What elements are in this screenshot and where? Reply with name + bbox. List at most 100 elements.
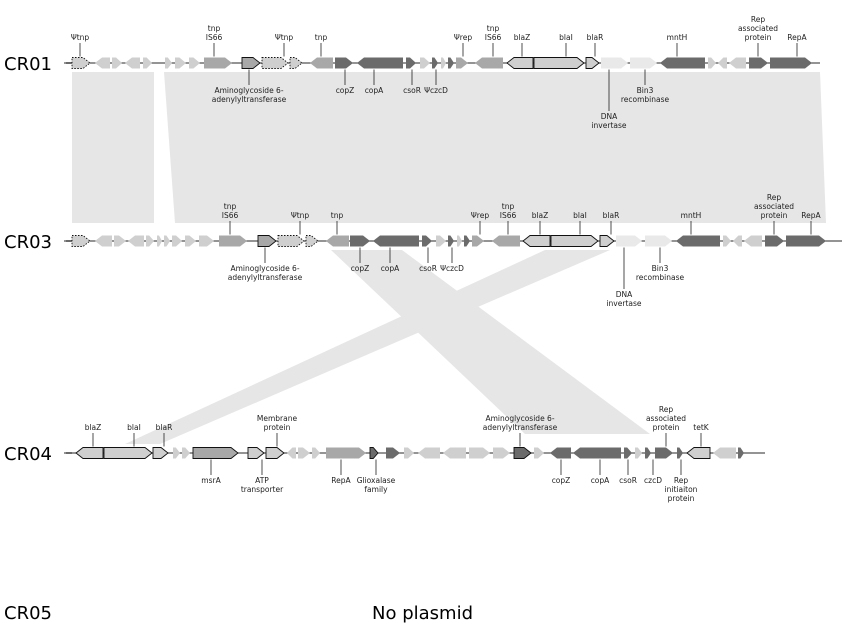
gene-label: Aminoglycoside 6-adenylyltransferase bbox=[483, 414, 558, 447]
gene-arrow bbox=[261, 57, 289, 69]
gene-label: blaZ bbox=[514, 33, 531, 57]
gene-arrow bbox=[173, 447, 180, 459]
gene-arrow bbox=[655, 447, 673, 459]
gene-label: ΨczcD bbox=[424, 69, 448, 95]
gene-arrow bbox=[432, 57, 438, 69]
gene-arrow bbox=[95, 235, 112, 247]
gene-arrow bbox=[786, 235, 826, 247]
gene-label-text: blaZ bbox=[514, 33, 531, 42]
gene-arrow bbox=[241, 57, 261, 69]
gene-arrow bbox=[448, 235, 454, 247]
gene-arrow bbox=[125, 57, 140, 69]
gene-arrow bbox=[733, 235, 742, 247]
gene-arrow bbox=[601, 57, 628, 69]
no-plasmid-note: No plasmid bbox=[372, 603, 473, 624]
gene-label: csoR bbox=[419, 247, 437, 273]
gene-arrow bbox=[708, 57, 716, 69]
gene-arrow bbox=[386, 447, 400, 459]
gene-label-text: copZ bbox=[351, 264, 370, 273]
gene-label-text: mntH bbox=[667, 33, 688, 42]
gene-label-text: csoR bbox=[619, 476, 637, 485]
cr05-label: CR05 bbox=[4, 603, 52, 624]
gene-label: RepA bbox=[787, 33, 808, 57]
gene-arrow bbox=[599, 235, 615, 247]
gene-arrow bbox=[443, 447, 466, 459]
gene-arrow bbox=[265, 447, 285, 459]
gene-label-text: blaR bbox=[587, 33, 604, 42]
gene-arrow bbox=[635, 447, 642, 459]
gene-arrow bbox=[550, 447, 571, 459]
gene-arrow bbox=[534, 447, 544, 459]
gene-label: copA bbox=[591, 459, 610, 485]
homology-ribbon-0 bbox=[72, 72, 154, 223]
gene-arrow bbox=[369, 447, 379, 459]
gene-arrow bbox=[522, 235, 551, 247]
gene-arrow bbox=[335, 57, 353, 69]
gene-label: czcD bbox=[644, 459, 662, 485]
gene-label-text: RepA bbox=[801, 211, 821, 220]
gene-label: mntH bbox=[667, 33, 688, 57]
gene-arrow bbox=[464, 235, 470, 247]
gene-label: Ψtnp bbox=[275, 33, 293, 57]
gene-arrow bbox=[71, 57, 91, 69]
gene-label: msrA bbox=[201, 459, 222, 485]
gene-label: blaI bbox=[559, 33, 573, 57]
gene-arrow bbox=[165, 57, 172, 69]
gene-arrow bbox=[289, 57, 303, 69]
gene-arrow bbox=[422, 235, 432, 247]
gene-arrow bbox=[645, 447, 651, 459]
gene-label-text: blaI bbox=[573, 211, 587, 220]
gene-label-text: Ψrep bbox=[471, 211, 489, 220]
gene-label-text: blaZ bbox=[85, 423, 102, 432]
gene-arrow bbox=[469, 447, 490, 459]
gene-arrow bbox=[175, 57, 186, 69]
gene-label-text: Ψtnp bbox=[291, 211, 310, 220]
gene-arrow bbox=[630, 57, 657, 69]
gene-label: copZ bbox=[336, 69, 354, 95]
gene-arrow bbox=[660, 57, 705, 69]
homology-ribbons bbox=[72, 72, 826, 444]
gene-label: tnp bbox=[331, 211, 344, 235]
gene-arrow bbox=[441, 57, 446, 69]
gene-arrow bbox=[713, 447, 736, 459]
gene-label-text: tnp bbox=[331, 211, 344, 220]
gene-label: blaR bbox=[603, 211, 620, 235]
gene-label-text: msrA bbox=[201, 476, 221, 485]
gene-arrow bbox=[677, 447, 683, 459]
gene-label: Ψrep bbox=[471, 211, 489, 235]
gene-label-text: blaR bbox=[603, 211, 620, 220]
gene-arrow bbox=[326, 235, 349, 247]
gene-arrow bbox=[738, 447, 744, 459]
gene-arrow bbox=[585, 57, 600, 69]
gene-label: mntH bbox=[681, 211, 701, 235]
gene-arrow bbox=[645, 235, 672, 247]
gene-arrow bbox=[373, 235, 419, 247]
gene-label-text: copZ bbox=[552, 476, 571, 485]
gene-arrow bbox=[257, 235, 277, 247]
gene-label: Aminoglycoside 6-adenylyltransferase bbox=[228, 247, 303, 282]
gene-arrow bbox=[192, 447, 239, 459]
gene-label: RepA bbox=[801, 211, 822, 235]
gene-arrow bbox=[219, 235, 247, 247]
gene-label-text: tnp bbox=[315, 33, 328, 42]
gene-label-text: Aminoglycoside 6-adenylyltransferase bbox=[228, 264, 303, 282]
gene-arrow bbox=[305, 235, 319, 247]
gene-arrow bbox=[448, 57, 454, 69]
gene-arrow bbox=[573, 447, 621, 459]
